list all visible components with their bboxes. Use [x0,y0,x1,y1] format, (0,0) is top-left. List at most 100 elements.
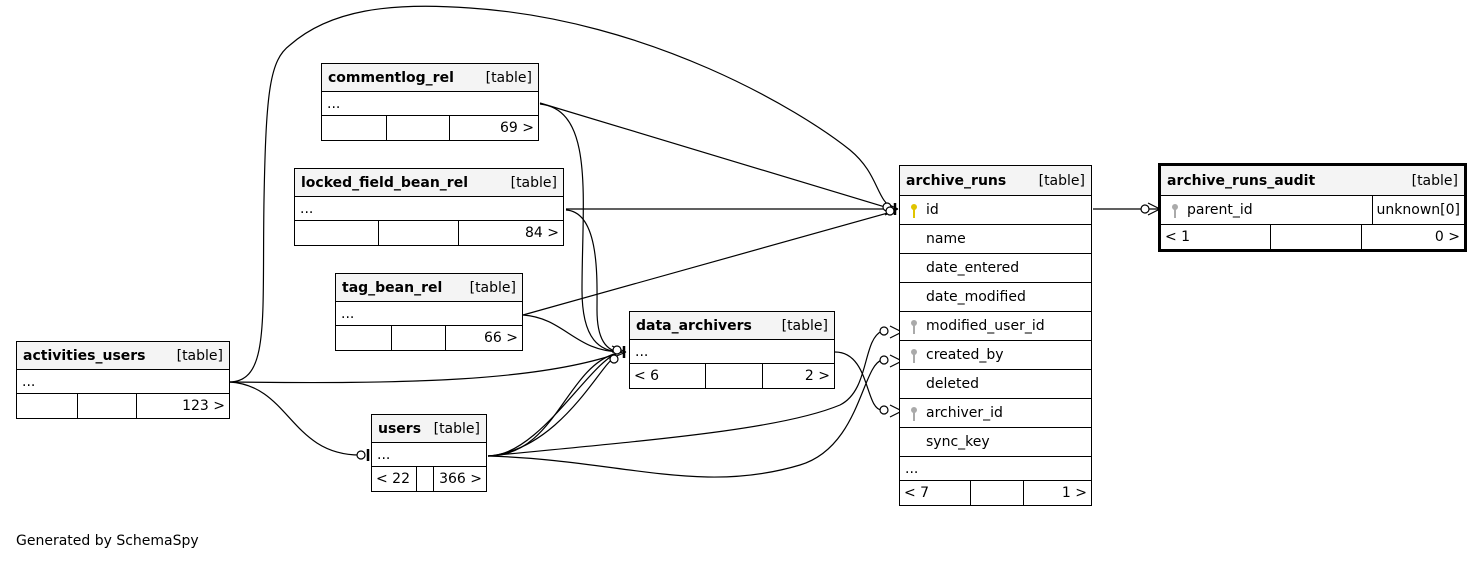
column-name: created_by [926,347,1004,363]
parents-count: < 7 [904,485,930,501]
column-row-date-modified[interactable]: date_modified [900,283,1091,312]
table-name: tag_bean_rel [342,279,443,296]
table-commentlog-rel[interactable]: commentlog_rel [table] ... 69 > [321,63,539,141]
table-locked-field-bean-rel[interactable]: locked_field_bean_rel [table] ... 84 > [294,168,564,246]
children-count: 1 > [1023,481,1091,505]
parents-count [295,221,378,245]
column-row-sync-key[interactable]: sync_key [900,428,1091,457]
parents-count [17,394,77,418]
row-count [386,116,449,140]
edge-users-data-archivers-3 [487,357,615,457]
primary-key-icon [911,204,917,218]
row-count [1270,225,1361,249]
column-name: name [926,231,966,247]
table-header: data_archivers [table] [630,312,834,340]
table-footer: 69 > [322,116,538,140]
edge-activities-users-data-archivers [228,351,623,384]
table-kind: [table] [485,69,532,86]
row-count [391,326,445,350]
edge-commentlog-archive-runs [539,102,896,211]
optional-circle-data-archivers-1 [612,345,622,355]
columns-ellipsis: ... [372,443,486,467]
table-name: users [378,420,422,437]
column-row-parent-id[interactable]: parent_id unknown[0] [1161,196,1464,225]
table-activities-users[interactable]: activities_users [table] ... 123 > [16,341,230,419]
edge-locked-field-data-archivers [565,209,623,353]
column-row-created-by[interactable]: created_by [900,341,1091,370]
row-count [970,481,1023,505]
edge-commentlog-data-archivers [539,103,623,353]
row-count [378,221,458,245]
children-count: 69 > [449,116,538,140]
table-name: activities_users [23,347,146,364]
table-header: archive_runs_audit [table] [1161,166,1464,196]
column-row-archiver-id[interactable]: archiver_id [900,399,1091,428]
table-users[interactable]: users [table] ... < 22 366 > [371,414,487,492]
children-count: 366 > [433,467,486,491]
column-name: modified_user_id [926,318,1045,334]
table-kind: [table] [176,347,223,364]
table-footer: < 7 1 > [900,481,1091,505]
optional-circle-data-archivers-2 [609,354,619,364]
table-tag-bean-rel[interactable]: tag_bean_rel [table] ... 66 > [335,273,523,351]
table-kind: [table] [433,420,480,437]
column-list: id name date_entered date_modified modified_… [900,196,1091,457]
column-type: unknown[0] [1371,196,1464,224]
parents-count [336,326,391,350]
table-name: archive_runs_audit [1167,172,1316,189]
columns-ellipsis: ... [322,92,538,116]
table-kind: [table] [1411,172,1458,189]
table-kind: [table] [1038,172,1085,189]
optional-circle-modified-user-id [879,326,889,336]
optional-circle-users [356,450,366,460]
column-row-modified-user-id[interactable]: modified_user_id [900,312,1091,341]
table-footer: < 22 366 > [372,467,486,491]
foreign-key-icon [911,407,917,421]
table-kind: [table] [469,279,516,296]
row-count [416,467,433,491]
row-count [705,364,762,388]
table-footer: 123 > [17,394,229,418]
optional-circle-archiver-id [879,405,889,415]
parents-count: < 1 [1165,229,1191,245]
column-row-deleted[interactable]: deleted [900,370,1091,399]
parents-count: < 6 [634,368,660,384]
foreign-key-icon [911,320,917,334]
table-header: locked_field_bean_rel [table] [295,169,563,197]
edge-tag-bean-archive-runs [522,210,896,316]
table-header: commentlog_rel [table] [322,64,538,92]
generated-by-note: Generated by SchemaSpy [16,533,199,549]
edge-users-created-by [487,359,883,478]
table-name: data_archivers [636,317,752,334]
column-name: parent_id [1187,202,1253,218]
table-footer: 84 > [295,221,563,245]
table-name: archive_runs [906,172,1007,189]
edge-data-archivers-archiver-id [834,351,883,411]
columns-ellipsis: ... [630,340,834,364]
optional-circle-created-by [879,355,889,365]
edge-users-data-archivers-2 [487,351,621,457]
table-footer: 66 > [336,326,522,350]
table-kind: [table] [510,174,557,191]
column-row-name[interactable]: name [900,225,1091,254]
children-count: 0 > [1361,225,1464,249]
column-name: deleted [926,376,979,392]
table-name: commentlog_rel [328,69,454,86]
columns-ellipsis: ... [17,370,229,394]
table-archive-runs-audit[interactable]: archive_runs_audit [table] parent_id unk… [1158,163,1467,252]
column-row-id[interactable]: id [900,196,1091,225]
column-name: date_entered [926,260,1020,276]
columns-ellipsis: ... [336,302,522,326]
table-name: locked_field_bean_rel [301,174,468,191]
foreign-key-icon [1172,204,1178,218]
table-header: users [table] [372,415,486,443]
children-count: 84 > [458,221,563,245]
table-data-archivers[interactable]: data_archivers [table] ... < 6 2 > [629,311,835,389]
column-row-date-entered[interactable]: date_entered [900,254,1091,283]
parents-count: < 22 [376,471,410,487]
edge-activities-users-users [228,381,361,456]
column-name: date_modified [926,289,1026,305]
parents-count [322,116,386,140]
edge-users-modified-user-id [487,330,883,457]
